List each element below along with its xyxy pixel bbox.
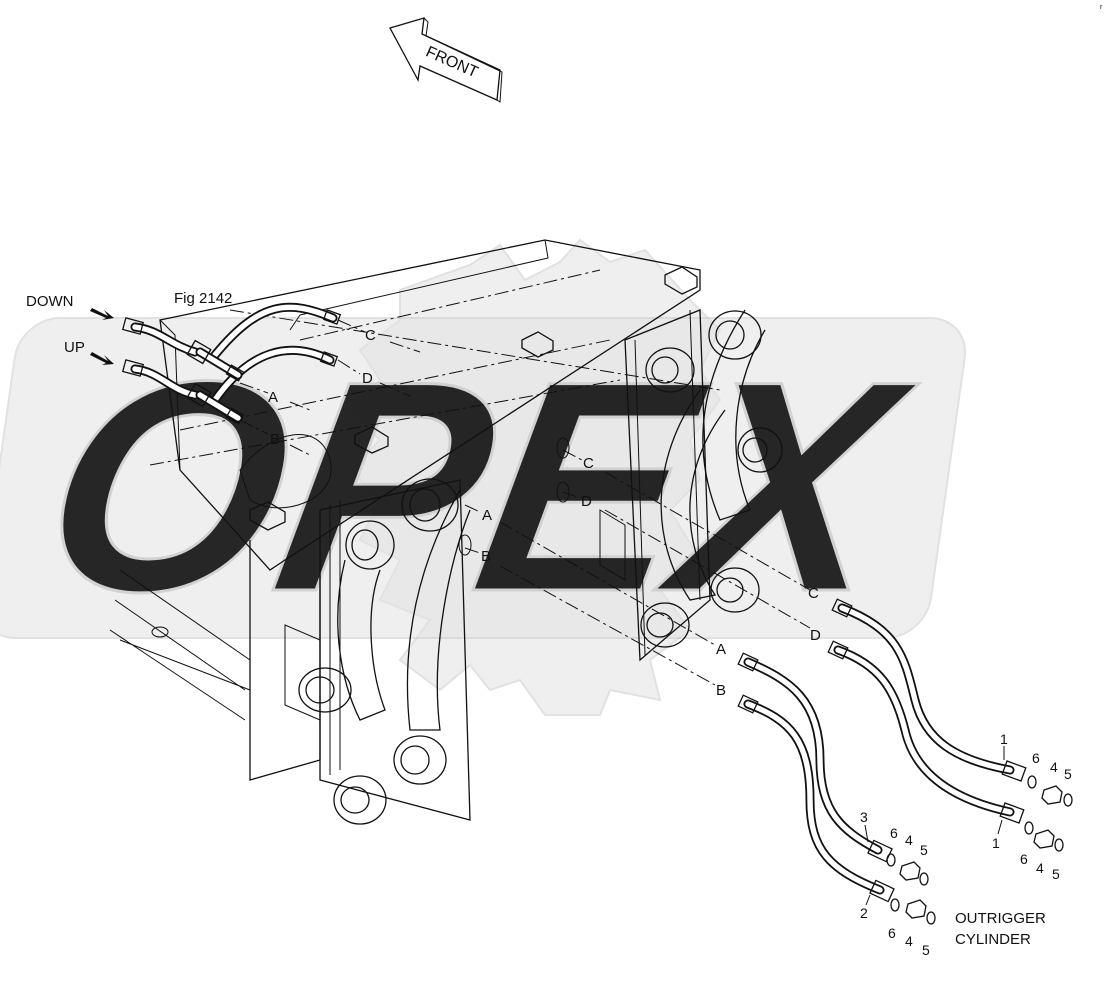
callout-1: 1 [1000, 731, 1008, 747]
callout-4-upper: 4 [905, 832, 913, 848]
pivot-boss [345, 520, 395, 570]
watermark-logo: OPEX [0, 238, 967, 716]
callout-5-upper: 5 [920, 842, 928, 858]
callout-5: 5 [1052, 866, 1060, 882]
watermark-text: OPEX [23, 319, 931, 654]
pivot-boss [737, 427, 783, 473]
callout-2: 2 [860, 905, 868, 921]
o-ring [919, 793, 1073, 925]
hose-fitting [121, 309, 342, 425]
connection-letter-c: C [583, 455, 594, 472]
flow-arrow-down [90, 308, 114, 320]
pivot-boss [645, 347, 695, 393]
connection-letter-d: D [362, 370, 373, 387]
mount-pad [664, 266, 698, 295]
connection-letter-b: B [270, 431, 280, 448]
connection-letter-c: C [365, 327, 376, 344]
pivot-boss [298, 667, 352, 713]
pivot-boss [393, 735, 447, 785]
pivot-boss [708, 310, 762, 360]
connection-letter-a: A [482, 507, 492, 524]
callout-1: 1 [992, 835, 1000, 851]
callout-4: 4 [905, 933, 913, 949]
fig-reference: Fig 2142 [174, 290, 232, 307]
connection-letter-b: B [481, 548, 491, 565]
connection-letter-d: D [810, 627, 821, 644]
down-arrow-icon [90, 308, 114, 320]
pivot-boss [401, 478, 459, 532]
mount-pad [521, 331, 554, 358]
callout-6: 6 [1020, 851, 1028, 867]
machine-frame [109, 239, 783, 825]
front-arrow-label: FRONT [423, 43, 480, 81]
mount-pad [354, 426, 389, 454]
label-up: UP [64, 339, 85, 356]
connection-letter-b: B [716, 682, 726, 699]
connection-leaders [239, 319, 811, 686]
callout-4: 4 [1036, 860, 1044, 876]
callout-6-upper: 6 [890, 825, 898, 841]
up-arrow-icon [90, 352, 114, 365]
o-ring [886, 775, 1037, 912]
label-down: DOWN [26, 293, 74, 310]
pivot-boss [333, 775, 387, 825]
callout-5: 5 [1064, 766, 1072, 782]
callout-6: 6 [888, 925, 896, 941]
lower-hose-assembly [737, 598, 1073, 925]
flow-arrow-up [90, 352, 114, 365]
front-arrow: FRONT [389, 17, 503, 103]
corner-mark: r [1100, 4, 1103, 11]
upper-hose-assembly [121, 302, 342, 425]
connection-letter-a: A [268, 389, 278, 406]
callout-3: 3 [860, 809, 868, 825]
connection-letter-a: A [716, 641, 726, 658]
connection-letter-c: C [808, 585, 819, 602]
callout-4: 4 [1050, 759, 1058, 775]
callout-6: 6 [1032, 750, 1040, 766]
hose-fitting [737, 598, 853, 714]
adapter-fitting [899, 785, 1063, 919]
component-label-line1: OUTRIGGER [955, 910, 1046, 927]
hose-fitting [867, 760, 1027, 903]
connection-letter-d: D [581, 493, 592, 510]
watermark-banner [0, 317, 967, 639]
callout-5: 5 [922, 942, 930, 958]
mount-pad [249, 501, 286, 531]
front-arrow-icon [389, 17, 501, 101]
part-callouts: 1 1 2 3 4 4 4 5 5 5 6 6 6 6 4 5 [860, 731, 1072, 958]
component-label-line2: CYLINDER [955, 931, 1031, 948]
